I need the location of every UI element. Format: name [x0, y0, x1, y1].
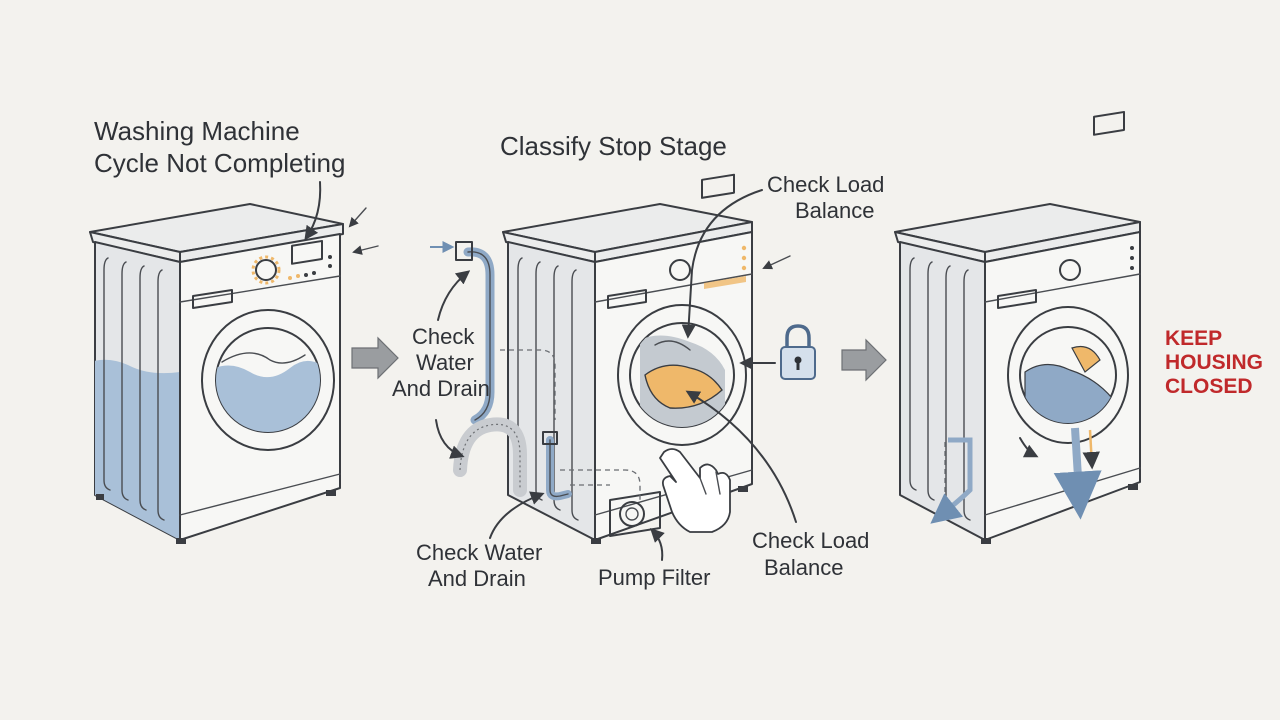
pointer-pump-filter: [650, 528, 665, 561]
pointer-load-top-to-drum: [681, 189, 763, 339]
check-load-balance-top-line-2: Balance: [795, 198, 875, 223]
washing-machine-1: [89, 203, 344, 544]
washing-machine-2: [502, 173, 753, 544]
check-load-balance-top-line-1: Check Load: [767, 172, 884, 197]
drum-laundry-3: [1024, 345, 1113, 423]
drain-flow-down: [1053, 427, 1102, 520]
internal-pipe-upper: [500, 349, 556, 420]
drain-flow-out: [930, 437, 973, 524]
pump-filter-label: Pump Filter: [598, 565, 710, 590]
water-inlet-hose: [430, 241, 495, 425]
keep-housing-closed-line-3: CLOSED: [1165, 375, 1253, 398]
right-arrow-icon-2: [841, 338, 887, 382]
pointer-bottom-to-drain: [489, 491, 545, 539]
internal-pipe-lower: [560, 469, 641, 500]
check-water-drain-left-line-2: Water: [416, 350, 474, 375]
right-arrow-icon: [351, 336, 399, 380]
check-load-balance-bottom-line-2: Balance: [764, 555, 844, 580]
pointer-water-to-inlet: [437, 270, 471, 321]
washing-machine-3: [894, 110, 1141, 544]
padlock-icon: [780, 324, 816, 380]
pointer-water-to-drain: [435, 419, 465, 459]
drum-water-1: [216, 352, 320, 432]
drum-laundry-2: [640, 335, 725, 427]
pointer-load-bottom-to-drum: [685, 390, 797, 523]
check-water-drain-left-line-3: And Drain: [392, 376, 490, 401]
stage-heading: Classify Stop Stage: [500, 131, 727, 161]
title-pointer-arrow: [304, 181, 322, 241]
check-water-drain-bottom-line-2: And Drain: [428, 566, 526, 591]
check-load-balance-bottom-line-1: Check Load: [752, 528, 869, 553]
check-water-drain-bottom-line-1: Check Water: [416, 540, 542, 565]
keep-housing-closed-line-2: HOUSING: [1165, 351, 1263, 374]
keep-housing-closed-line-1: KEEP: [1165, 327, 1222, 350]
check-water-drain-left-line-1: Check: [412, 324, 475, 349]
title-line-2: Cycle Not Completing: [94, 148, 345, 178]
hand-pointer-icon: [659, 448, 731, 533]
title-line-1: Washing Machine: [94, 116, 300, 146]
water-fill-side: [95, 359, 180, 540]
